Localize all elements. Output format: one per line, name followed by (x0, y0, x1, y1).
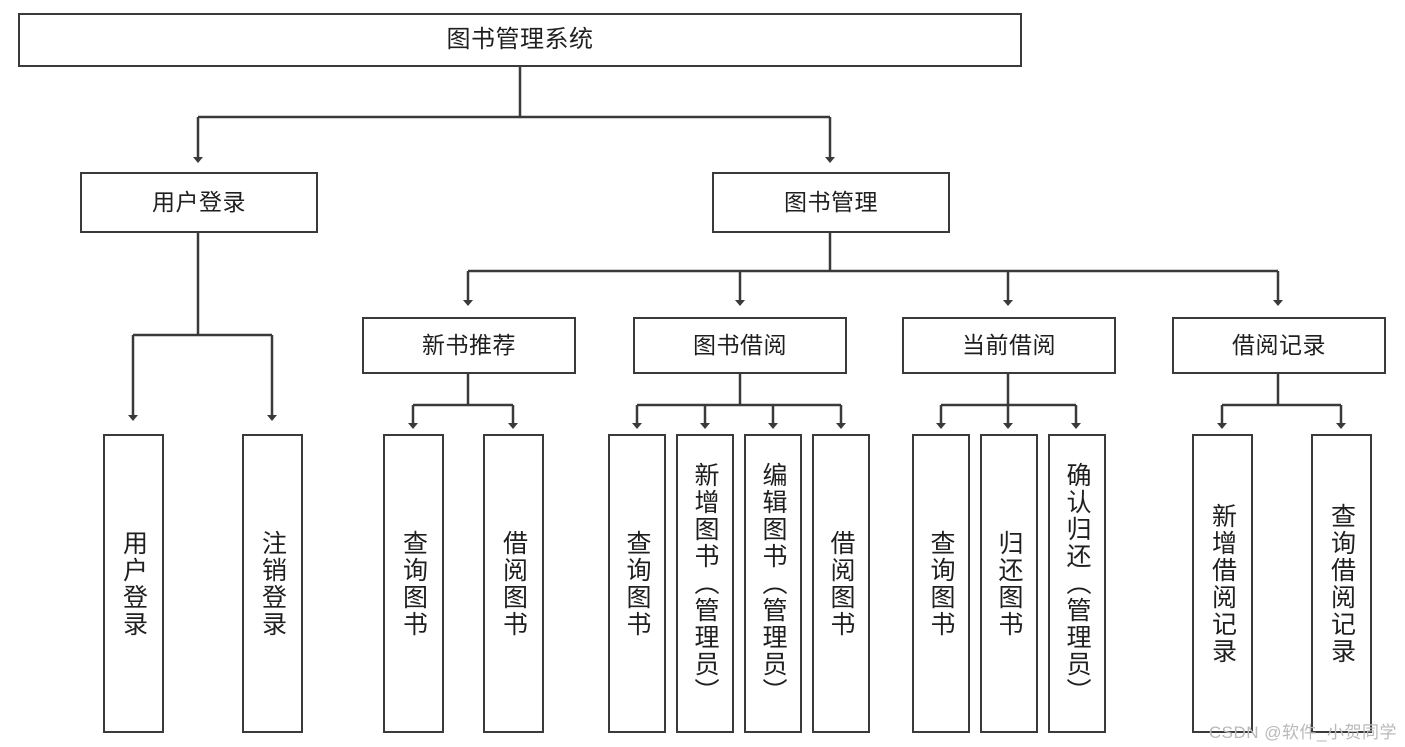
node-label: 当前借阅 (962, 332, 1056, 359)
leaf-query-book-current[interactable]: 查询图书 (912, 434, 970, 733)
csdn-watermark: CSDN @软件_小贺同学 (1208, 723, 1397, 742)
node-root-book-management-system[interactable]: 图书管理系统 (18, 13, 1022, 67)
leaf-user-login[interactable]: 用户登录 (103, 434, 164, 733)
node-current-borrowing[interactable]: 当前借阅 (902, 317, 1116, 374)
node-label: 图书管理系统 (446, 26, 594, 54)
node-label: 借阅图书 (499, 529, 528, 638)
node-label: 编辑图书（管理员） (759, 462, 787, 705)
node-label: 借阅图书 (827, 529, 855, 638)
node-label: 图书借阅 (693, 332, 787, 359)
node-book-borrowing[interactable]: 图书借阅 (633, 317, 847, 374)
node-label: 确认归还（管理员） (1063, 462, 1091, 705)
node-book-management[interactable]: 图书管理 (712, 172, 950, 233)
leaf-borrow-book[interactable]: 借阅图书 (812, 434, 870, 733)
node-label: 新书推荐 (422, 332, 516, 359)
leaf-add-borrow-record[interactable]: 新增借阅记录 (1192, 434, 1253, 733)
node-label: 用户登录 (119, 529, 148, 638)
node-user-login[interactable]: 用户登录 (80, 172, 318, 233)
node-borrowing-records[interactable]: 借阅记录 (1172, 317, 1386, 374)
node-new-book-recommendation[interactable]: 新书推荐 (362, 317, 576, 374)
leaf-confirm-return-admin[interactable]: 确认归还（管理员） (1048, 434, 1106, 733)
leaf-edit-book-admin[interactable]: 编辑图书（管理员） (744, 434, 802, 733)
node-label: 新增图书（管理员） (691, 462, 719, 705)
node-label: 借阅记录 (1232, 332, 1326, 359)
node-label: 图书管理 (784, 189, 878, 216)
leaf-query-book-borrow[interactable]: 查询图书 (608, 434, 666, 733)
leaf-query-borrow-record[interactable]: 查询借阅记录 (1311, 434, 1372, 733)
node-label: 查询图书 (623, 529, 651, 638)
node-label: 归还图书 (995, 529, 1023, 638)
node-label: 查询借阅记录 (1327, 502, 1356, 665)
node-label: 查询图书 (927, 529, 955, 638)
node-label: 新增借阅记录 (1208, 502, 1237, 665)
leaf-return-book[interactable]: 归还图书 (980, 434, 1038, 733)
node-label: 注销登录 (258, 529, 287, 638)
leaf-add-book-admin[interactable]: 新增图书（管理员） (676, 434, 734, 733)
leaf-logout[interactable]: 注销登录 (242, 434, 303, 733)
node-label: 用户登录 (152, 189, 246, 216)
leaf-borrow-book-recommend[interactable]: 借阅图书 (483, 434, 544, 733)
leaf-query-book-recommend[interactable]: 查询图书 (383, 434, 444, 733)
node-label: 查询图书 (399, 529, 428, 638)
